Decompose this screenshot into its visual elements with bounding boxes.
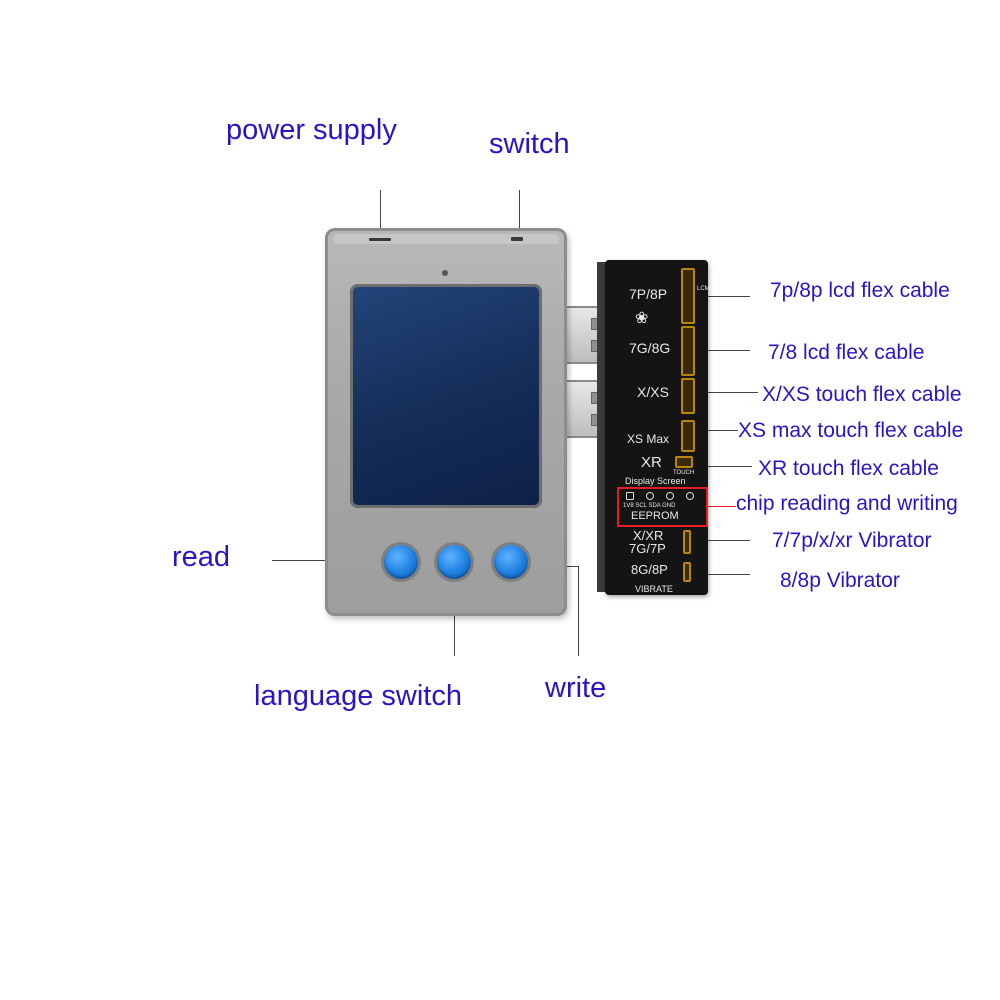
label-touch-xr: XR touch flex cable	[758, 457, 939, 480]
leader-language-switch	[454, 580, 455, 656]
pcb-label-8g8p: 8G/8P	[631, 562, 668, 577]
pcb-label-xr: XR	[641, 454, 662, 471]
label-power-supply: power supply	[226, 114, 397, 146]
leader-lcd-7p8p	[700, 296, 750, 297]
eeprom-pin-scl	[646, 492, 654, 500]
label-lcd-78: 7/8 lcd flex cable	[768, 341, 925, 364]
pcb-label-7p8p: 7P/8P	[629, 286, 668, 302]
leader-write-v	[578, 566, 579, 656]
label-chip: chip reading and writing	[736, 492, 958, 515]
read-button[interactable]	[384, 545, 418, 579]
logo-icon: ❀	[635, 310, 649, 327]
pcb-label-vibrate: VIBRATE	[635, 584, 673, 594]
pcb-label-xxs: X/XS	[637, 384, 669, 400]
leader-touch-xr	[700, 466, 752, 467]
device-top-edge	[333, 234, 559, 244]
connector-vib2	[683, 562, 691, 582]
pcb-label-7g8g: 7G/8G	[629, 340, 671, 356]
pcb-label-touch: TOUCH	[673, 470, 695, 476]
language-switch-button[interactable]	[437, 545, 471, 579]
leader-vib-88p	[700, 574, 750, 575]
write-button[interactable]	[494, 545, 528, 579]
device-screen	[350, 284, 542, 508]
device-led	[442, 270, 448, 276]
pcb-label-xxr: X/XR	[633, 528, 664, 543]
eeprom-pin-sda	[666, 492, 674, 500]
eeprom-highlight-box	[617, 487, 708, 527]
programmer-device	[325, 228, 567, 616]
label-language-switch: language switch	[254, 680, 462, 712]
eeprom-pin-gnd	[686, 492, 694, 500]
label-read: read	[172, 541, 231, 573]
connector-xsmax	[681, 420, 695, 452]
leader-vib-77p	[700, 540, 750, 541]
power-port	[369, 238, 391, 241]
leader-switch	[519, 190, 520, 238]
leader-lcd-78	[700, 350, 750, 351]
leader-chip	[704, 506, 736, 507]
label-lcd-7p8p: 7p/8p lcd flex cable	[770, 279, 950, 302]
connector-7g8g	[681, 326, 695, 376]
pcb-label-7g7p: 7G/7P	[629, 541, 666, 556]
connector-7p8p	[681, 268, 695, 324]
pcb-label-pins: 1V8 SCL SDA GND	[623, 503, 676, 509]
label-write: write	[545, 672, 607, 704]
label-touch-xxs: X/XS touch flex cable	[762, 383, 962, 406]
label-vib-88p: 8/8p Vibrator	[780, 569, 900, 592]
switch-port	[511, 237, 523, 241]
eeprom-pin-1v8	[626, 492, 634, 500]
label-switch: switch	[489, 128, 570, 160]
flex-cable-board: 7P/8P ❀ 7G/8G X/XS XS Max XR TOUCH Displ…	[605, 260, 710, 595]
leader-power-supply	[380, 190, 381, 238]
connector-xxs	[681, 378, 695, 414]
label-vib-77p: 7/7p/x/xr Vibrator	[772, 529, 932, 552]
leader-touch-xsmax	[700, 430, 738, 431]
pcb-label-xsmax: XS Max	[627, 432, 670, 446]
connector-vib1	[683, 530, 691, 554]
connector-xr	[675, 456, 693, 468]
pcb-label-eeprom: EEPROM	[631, 510, 679, 522]
label-touch-xsmax: XS max touch flex cable	[738, 419, 964, 442]
pcb-label-display-screen: Display Screen	[625, 476, 686, 486]
pcb-label-lcm: LCM	[697, 286, 710, 292]
leader-touch-xxs	[700, 392, 758, 393]
